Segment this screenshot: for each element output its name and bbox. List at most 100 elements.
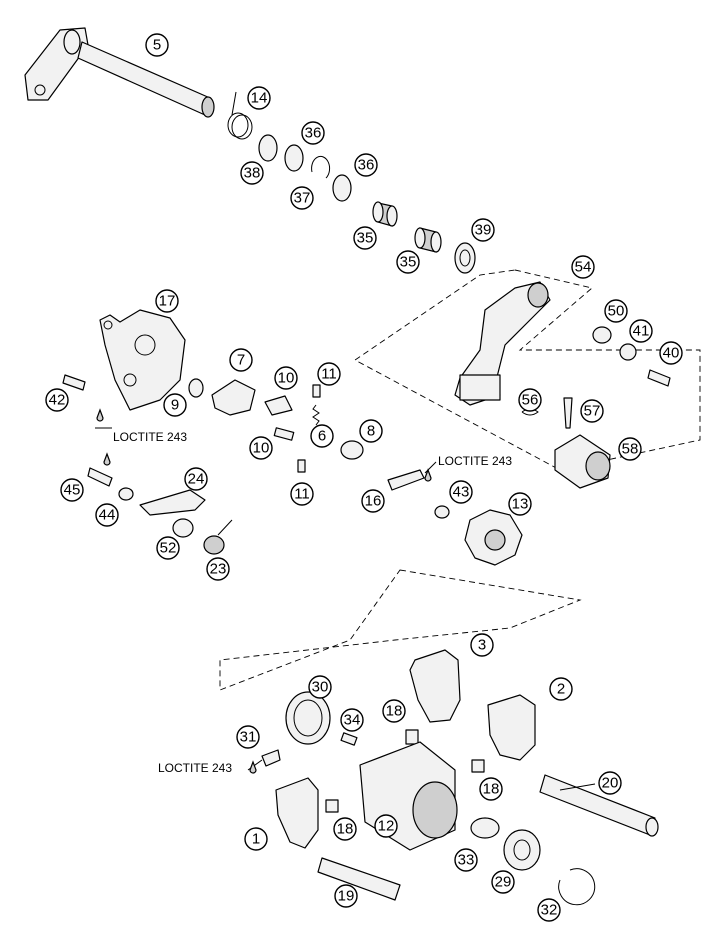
svg-text:40: 40 xyxy=(663,345,680,362)
locking-lever-24 xyxy=(139,489,206,516)
cover-plate-17 xyxy=(99,309,186,411)
callout-37: 37 xyxy=(290,186,314,210)
callout-31: 31 xyxy=(236,725,260,749)
seal-39 xyxy=(454,242,476,274)
callout-56: 56 xyxy=(518,388,542,412)
callout-58: 58 xyxy=(618,437,642,461)
pin-34 xyxy=(340,732,358,746)
kickstarter-group-outline xyxy=(354,269,701,471)
callout-30: 30 xyxy=(308,675,332,699)
loctite-labels: LOCTITE 243 LOCTITE 243 LOCTITE 243 xyxy=(96,408,512,775)
shift-group-outline xyxy=(219,569,582,691)
callout-41: 41 xyxy=(629,319,653,343)
callout-8: 8 xyxy=(359,419,383,443)
washer-43 xyxy=(434,505,450,519)
callout-36: 36 xyxy=(301,121,325,145)
callout-40: 40 xyxy=(659,341,683,365)
callout-5: 5 xyxy=(145,33,169,57)
washer-9 xyxy=(188,378,204,398)
svg-text:35: 35 xyxy=(400,254,417,271)
washer-38 xyxy=(258,134,278,162)
callout-18: 18 xyxy=(479,777,503,801)
svg-text:14: 14 xyxy=(251,90,268,107)
svg-text:34: 34 xyxy=(344,712,361,729)
callout-45: 45 xyxy=(60,478,84,502)
svg-text:20: 20 xyxy=(602,775,619,792)
svg-text:18: 18 xyxy=(483,781,500,798)
callout-52: 52 xyxy=(156,536,180,560)
callout-17: 17 xyxy=(155,289,179,313)
svg-text:36: 36 xyxy=(358,157,375,174)
svg-text:37: 37 xyxy=(294,190,311,207)
callout-33: 33 xyxy=(454,848,478,872)
shift-rail-19 xyxy=(317,857,401,901)
callout-9: 9 xyxy=(163,393,187,417)
callout-12: 12 xyxy=(374,814,398,838)
callout-39: 39 xyxy=(471,218,495,242)
screw-31 xyxy=(261,749,281,767)
svg-text:7: 7 xyxy=(237,352,245,369)
nut-41 xyxy=(619,343,637,361)
callout-20: 20 xyxy=(598,771,622,795)
callout-11: 11 xyxy=(317,362,341,386)
svg-text:43: 43 xyxy=(453,484,470,501)
callout-23: 23 xyxy=(206,557,230,581)
svg-text:10: 10 xyxy=(253,440,270,457)
slide-block-10b xyxy=(273,427,295,441)
callouts: 5 14 36 38 37 36 35 35 39 54 50 41 40 56… xyxy=(45,33,683,922)
spring-23 xyxy=(203,519,233,555)
svg-text:42: 42 xyxy=(49,392,66,409)
svg-text:2: 2 xyxy=(557,681,565,698)
svg-text:8: 8 xyxy=(367,423,375,440)
pin-57 xyxy=(563,397,573,429)
callout-13: 13 xyxy=(508,492,532,516)
svg-text:24: 24 xyxy=(188,471,205,488)
shift-drum-12 xyxy=(359,741,458,851)
svg-text:50: 50 xyxy=(608,303,625,320)
kick-pedal-58 xyxy=(554,434,611,489)
svg-text:19: 19 xyxy=(338,888,355,905)
svg-text:9: 9 xyxy=(171,397,179,414)
shift-fork-1 xyxy=(275,777,319,849)
pin-18a xyxy=(405,729,419,745)
needle-bearing-35a xyxy=(372,201,398,227)
callout-16: 16 xyxy=(361,489,385,513)
callout-10: 10 xyxy=(249,436,273,460)
washer-8 xyxy=(340,440,364,460)
callout-24: 24 xyxy=(184,467,208,491)
bearing-29 xyxy=(503,829,541,871)
svg-text:57: 57 xyxy=(584,403,601,420)
svg-text:1: 1 xyxy=(252,831,260,848)
callout-36: 36 xyxy=(354,153,378,177)
shift-fork-2 xyxy=(487,694,536,761)
needle-bearing-35b xyxy=(414,227,442,253)
callout-7: 7 xyxy=(229,348,253,372)
pin-11b xyxy=(297,459,306,473)
callout-35: 35 xyxy=(353,226,377,250)
svg-text:3: 3 xyxy=(478,637,486,654)
svg-text:17: 17 xyxy=(159,293,176,310)
callout-11: 11 xyxy=(290,482,314,506)
washer-36a xyxy=(284,144,304,172)
circlip-32 xyxy=(558,868,596,906)
callout-35: 35 xyxy=(396,250,420,274)
callout-42: 42 xyxy=(45,388,69,412)
callout-29: 29 xyxy=(491,870,515,894)
callout-14: 14 xyxy=(247,86,271,110)
svg-text:35: 35 xyxy=(357,230,374,247)
kickstart-spring xyxy=(227,91,253,140)
svg-text:38: 38 xyxy=(244,165,261,182)
callout-3: 3 xyxy=(470,633,494,657)
callout-18: 18 xyxy=(333,817,357,841)
svg-text:23: 23 xyxy=(210,561,227,578)
svg-text:44: 44 xyxy=(99,507,116,524)
callout-10: 10 xyxy=(274,366,298,390)
slide-block-10a xyxy=(264,395,293,416)
svg-text:52: 52 xyxy=(160,540,177,557)
svg-text:58: 58 xyxy=(622,441,639,458)
callout-6: 6 xyxy=(310,424,334,448)
svg-text:13: 13 xyxy=(512,496,529,513)
callout-50: 50 xyxy=(604,299,628,323)
svg-text:29: 29 xyxy=(495,874,512,891)
